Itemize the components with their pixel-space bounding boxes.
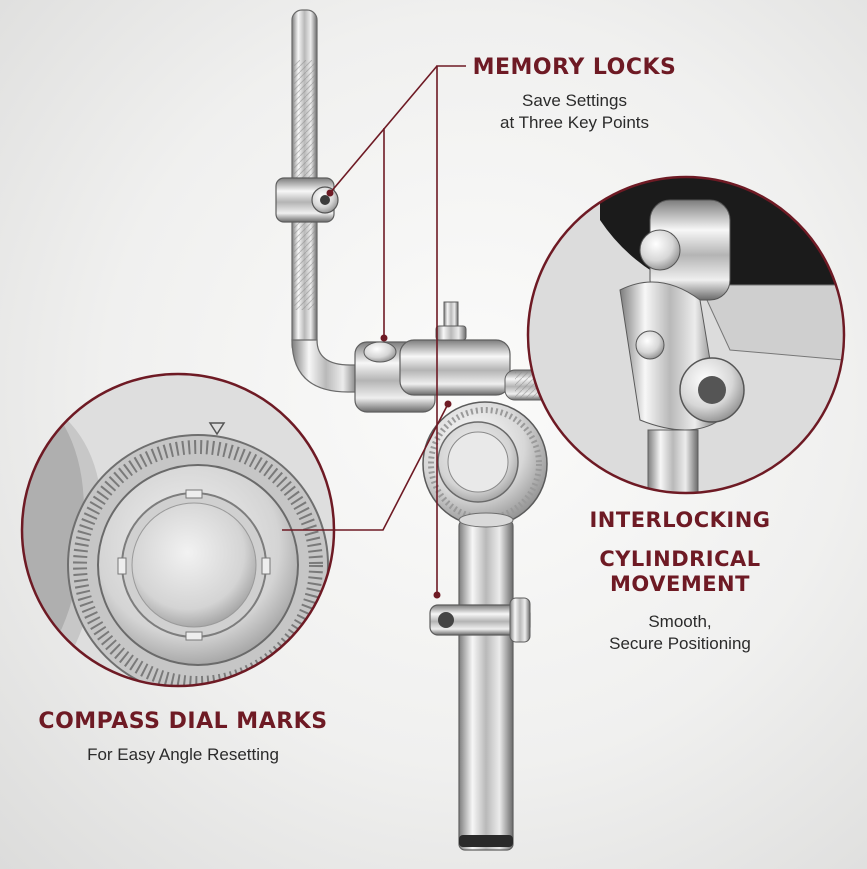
compass-dial-zoom [20,372,336,688]
compass-callout: COMPASS DIAL MARKS For Easy Angle Resett… [20,708,346,766]
dial-indicator-icon [208,422,226,436]
memory-lock-leader [436,65,466,595]
interlocking-callout: INTERLOCKING CYLINDRICAL MOVEMENT Smooth… [560,508,800,655]
leader-dots [326,189,452,599]
memory-locks-line1: Save Settings [522,91,627,110]
interlocking-zoom [526,175,846,495]
interlocking-title-line2: CYLINDRICAL [599,547,761,571]
interlocking-line1: Smooth, [648,612,712,631]
interlocking-title-line3: MOVEMENT [610,572,750,596]
callout-leaders [282,65,466,595]
memory-locks-line2: at Three Key Points [500,113,649,132]
memory-locks-title: MEMORY LOCKS [472,55,677,80]
compass-leader [282,403,449,531]
memory-locks-callout: MEMORY LOCKS Save Settings at Three Key … [452,54,697,134]
interlocking-title-line1: INTERLOCKING [589,508,771,532]
compass-title: COMPASS DIAL MARKS [38,709,328,734]
tom-arm-assembly [275,9,581,851]
compass-line1: For Easy Angle Resetting [87,745,279,764]
interlocking-line2: Secure Positioning [609,634,751,653]
